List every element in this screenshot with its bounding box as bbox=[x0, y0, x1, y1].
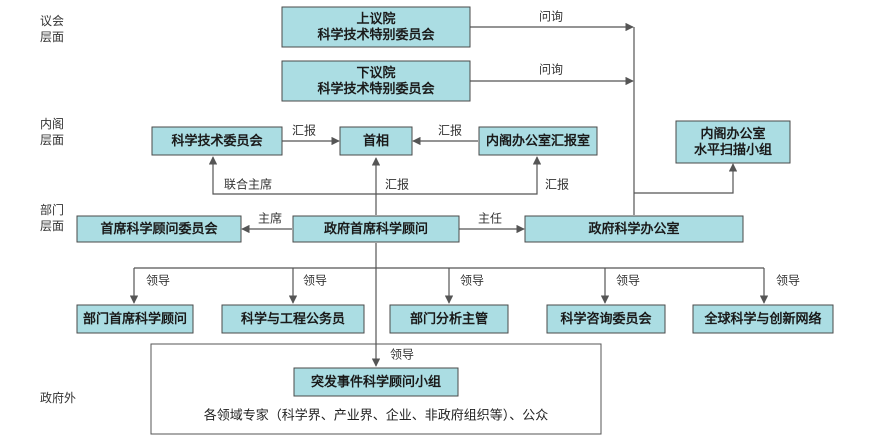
svg-text:突发事件科学顾问小组: 突发事件科学顾问小组 bbox=[311, 374, 441, 390]
label-lead-2: 领导 bbox=[303, 274, 327, 288]
svg-text:科学咨询委员会: 科学咨询委员会 bbox=[560, 311, 652, 327]
svg-text:内阁办公室水平扫描小组: 内阁办公室水平扫描小组 bbox=[694, 126, 772, 158]
node-cabinet-reporting: 内阁办公室汇报室 bbox=[478, 126, 598, 156]
svg-text:首席科学顾问委员会: 首席科学顾问委员会 bbox=[100, 221, 218, 237]
node-sci-tech-council: 科学技术委员会 bbox=[151, 126, 283, 156]
label-inquiry-commons: 问询 bbox=[539, 63, 563, 77]
node-dept-analysis: 部门分析主管 bbox=[389, 304, 509, 334]
node-prime-minister: 首相 bbox=[339, 126, 413, 156]
level-parliament: 议会层面 bbox=[40, 14, 64, 44]
label-report-cabinet-2: 汇报 bbox=[545, 177, 569, 192]
svg-text:首相: 首相 bbox=[363, 133, 389, 149]
node-horizon-scanning: 内阁办公室水平扫描小组 bbox=[675, 120, 791, 164]
node-global-network: 全球科学与创新网络 bbox=[692, 304, 834, 334]
svg-text:部门分析主管: 部门分析主管 bbox=[410, 311, 488, 327]
label-lead-3: 领导 bbox=[460, 274, 484, 288]
label-chair: 主席 bbox=[258, 211, 282, 226]
node-chief-advisers-committee: 首席科学顾问委员会 bbox=[76, 215, 242, 243]
svg-text:下议院科学技术特别委员会: 下议院科学技术特别委员会 bbox=[317, 65, 435, 97]
label-report-cabinet: 汇报 bbox=[438, 123, 462, 138]
level-outside: 政府外 bbox=[40, 390, 76, 405]
label-joint-chair: 联合主席 bbox=[224, 177, 272, 192]
node-sci-eng-profession: 科学与工程公务员 bbox=[221, 304, 365, 334]
node-sage: 突发事件科学顾问小组 bbox=[293, 367, 459, 397]
node-sac: 科学咨询委员会 bbox=[546, 304, 666, 334]
svg-text:内阁办公室汇报室: 内阁办公室汇报室 bbox=[486, 133, 590, 149]
node-go-science: 政府科学办公室 bbox=[524, 215, 744, 243]
node-lords-committee: 上议院科学技术特别委员会 bbox=[281, 6, 471, 48]
svg-text:政府科学办公室: 政府科学办公室 bbox=[588, 221, 679, 237]
svg-text:全球科学与创新网络: 全球科学与创新网络 bbox=[703, 311, 821, 327]
footer-stakeholders: 各领域专家（科学界、产业界、企业、非政府组织等）、公众 bbox=[204, 408, 549, 424]
node-commons-committee: 下议院科学技术特别委员会 bbox=[281, 60, 471, 102]
level-labels: 议会层面 内阁层面 部门层面 政府外 bbox=[40, 14, 76, 405]
label-director: 主任 bbox=[478, 212, 502, 226]
svg-text:科学技术委员会: 科学技术委员会 bbox=[171, 133, 263, 149]
label-lead-sage: 领导 bbox=[390, 348, 414, 362]
label-inquiry-lords: 问询 bbox=[539, 10, 563, 24]
label-report-gcsa: 汇报 bbox=[385, 177, 409, 192]
level-cabinet: 内阁层面 bbox=[40, 117, 64, 147]
edge-labels: 问询 问询 汇报 汇报 联合主席 汇报 汇报 主席 主任 领导 领导 领导 领导… bbox=[146, 10, 800, 362]
label-lead-5: 领导 bbox=[776, 274, 800, 288]
node-gcsa: 政府首席科学顾问 bbox=[292, 215, 460, 243]
edges bbox=[129, 22, 769, 367]
svg-text:部门首席科学顾问: 部门首席科学顾问 bbox=[83, 311, 187, 327]
label-lead-1: 领导 bbox=[146, 274, 170, 288]
svg-text:科学与工程公务员: 科学与工程公务员 bbox=[241, 311, 345, 327]
svg-text:政府首席科学顾问: 政府首席科学顾问 bbox=[324, 221, 428, 237]
node-dept-csa: 部门首席科学顾问 bbox=[76, 304, 194, 334]
label-report-council: 汇报 bbox=[292, 123, 316, 138]
level-department: 部门层面 bbox=[40, 202, 64, 233]
label-lead-4: 领导 bbox=[616, 274, 640, 288]
svg-text:上议院科学技术特别委员会: 上议院科学技术特别委员会 bbox=[317, 11, 435, 43]
